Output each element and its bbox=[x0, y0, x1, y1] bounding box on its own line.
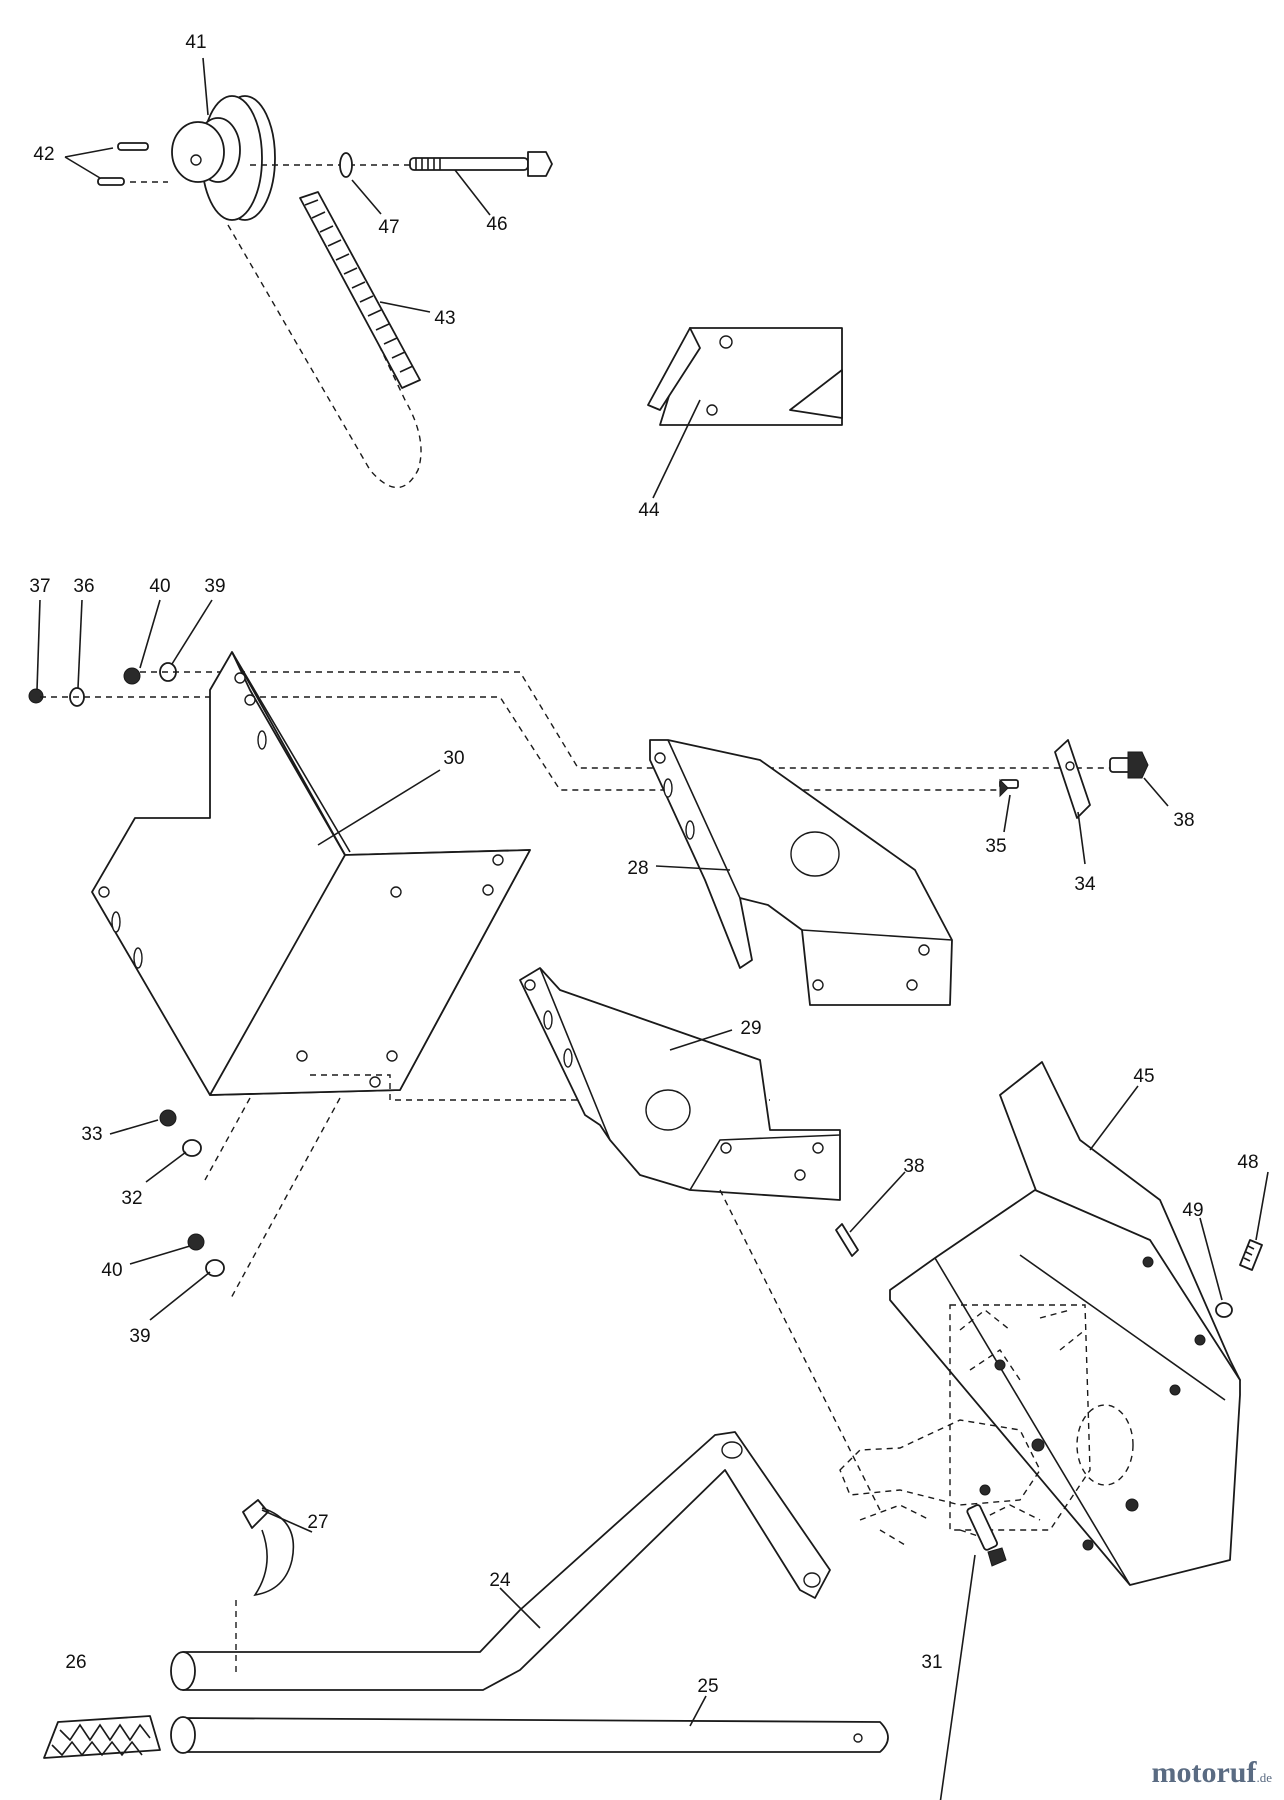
part-number-42: 42 bbox=[33, 144, 54, 165]
part-number-26: 26 bbox=[65, 1652, 86, 1673]
hardware-lower-left bbox=[159, 1109, 859, 1277]
part-number-38-lower: 38 bbox=[903, 1156, 924, 1177]
part-number-34: 34 bbox=[1074, 874, 1096, 895]
part-number-43: 43 bbox=[434, 308, 455, 329]
bracket-28 bbox=[649, 739, 953, 1006]
bracket-44 bbox=[647, 327, 843, 426]
plate-45 bbox=[839, 1061, 1263, 1586]
part-number-39-upper: 39 bbox=[204, 576, 225, 597]
part-number-30: 30 bbox=[443, 748, 464, 769]
part-number-33: 33 bbox=[81, 1124, 102, 1145]
part-number-31: 31 bbox=[921, 1652, 942, 1673]
part-number-28: 28 bbox=[627, 858, 648, 879]
watermark-tld: .de bbox=[1256, 1770, 1272, 1785]
part-number-38-upper: 38 bbox=[1173, 810, 1194, 831]
bracket-30 bbox=[91, 651, 770, 1301]
part-number-24: 24 bbox=[489, 1570, 511, 1591]
part-labels: 41 42 47 46 43 44 37 36 40 39 30 28 35 3… bbox=[29, 32, 1258, 1697]
part-number-39-lower: 39 bbox=[129, 1326, 150, 1347]
part-number-37: 37 bbox=[29, 576, 50, 597]
part-number-29: 29 bbox=[740, 1018, 761, 1039]
part-number-49: 49 bbox=[1182, 1200, 1203, 1221]
pulley-assembly bbox=[97, 95, 553, 488]
watermark-brand: motoruf bbox=[1151, 1756, 1257, 1789]
part-number-35: 35 bbox=[985, 836, 1006, 857]
part-number-48: 48 bbox=[1237, 1152, 1258, 1173]
part-number-25: 25 bbox=[697, 1676, 718, 1697]
watermark-logo: motoruf.de bbox=[1151, 1756, 1272, 1790]
leader-lines bbox=[36, 57, 1269, 1800]
part-number-44: 44 bbox=[638, 500, 660, 521]
bracket-29 bbox=[519, 967, 881, 1511]
hardware-upper-left bbox=[28, 662, 1120, 791]
part-number-46: 46 bbox=[486, 214, 507, 235]
part-number-27: 27 bbox=[307, 1512, 328, 1533]
hardware-upper-right bbox=[999, 739, 1149, 819]
part-number-32: 32 bbox=[121, 1188, 142, 1209]
part-number-47: 47 bbox=[378, 217, 399, 238]
part-number-36: 36 bbox=[73, 576, 94, 597]
part-number-40-lower: 40 bbox=[101, 1260, 122, 1281]
handle-assembly bbox=[43, 1431, 889, 1759]
part-number-45: 45 bbox=[1133, 1066, 1154, 1087]
part-number-40-upper: 40 bbox=[149, 576, 170, 597]
part-number-41: 41 bbox=[185, 32, 206, 53]
